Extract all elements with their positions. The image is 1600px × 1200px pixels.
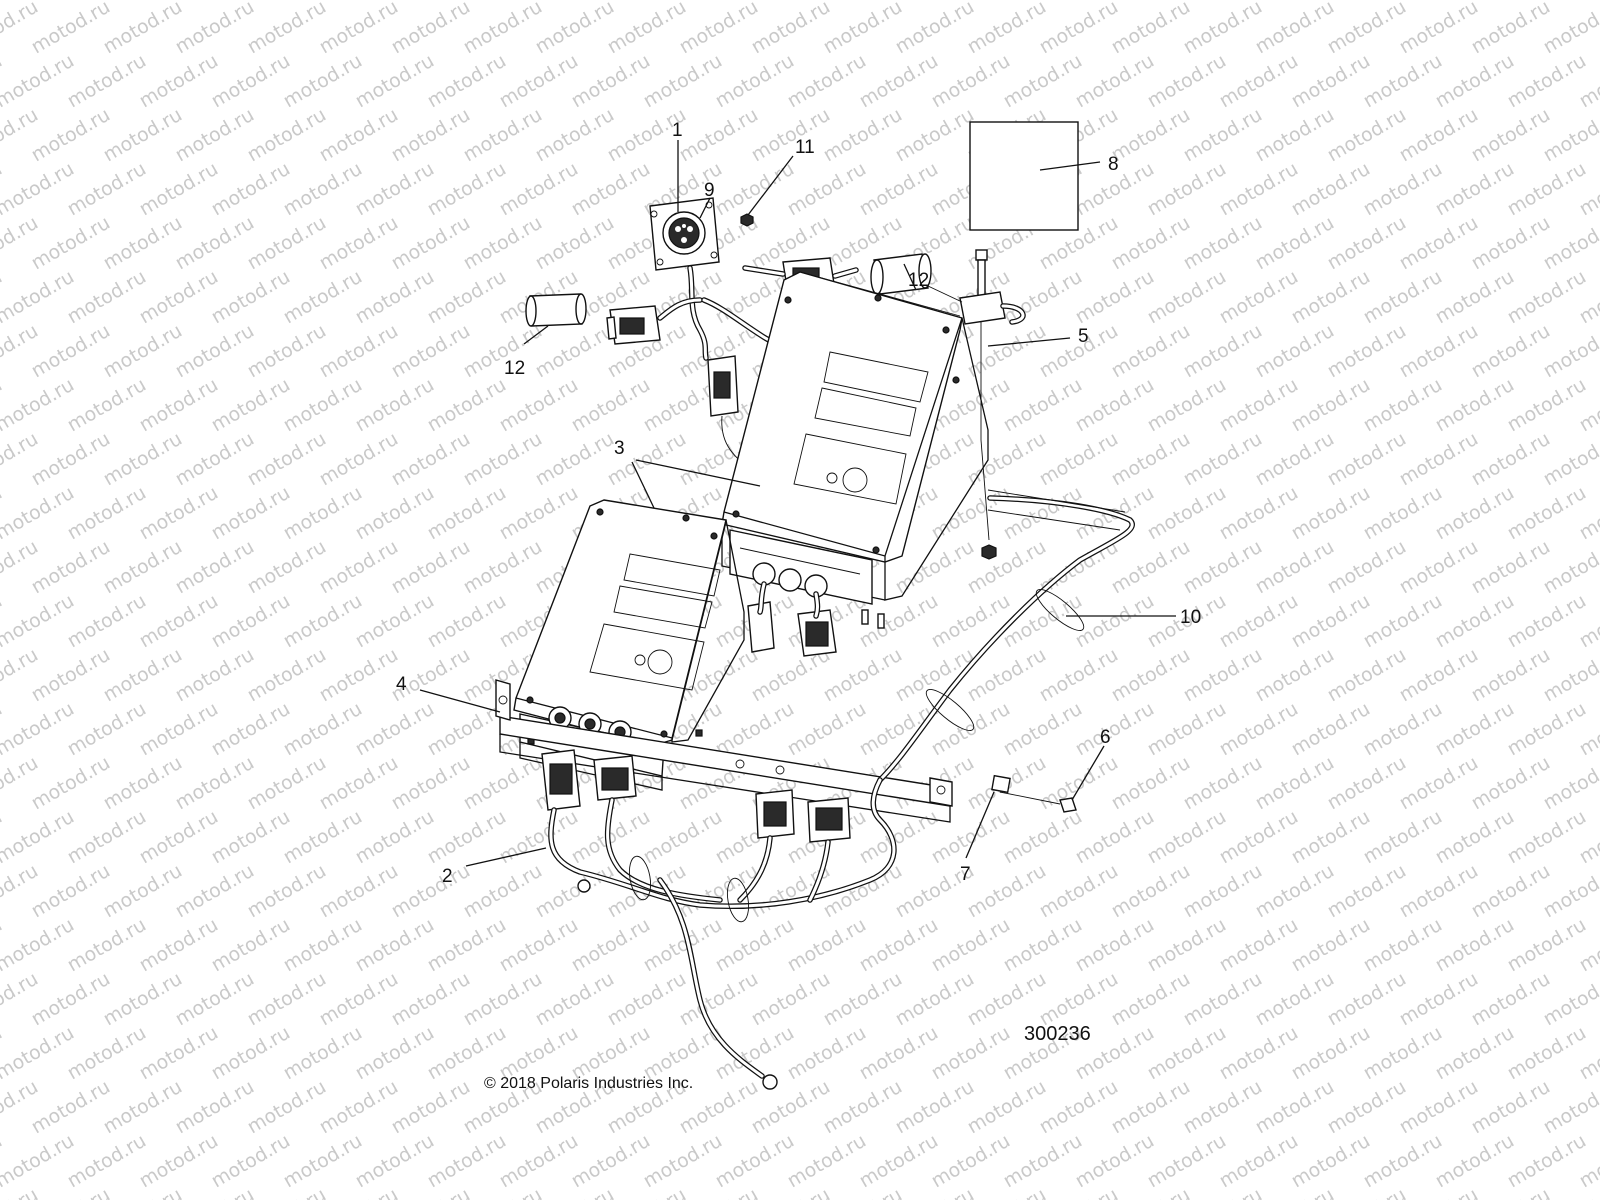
charge-port-part-1 bbox=[649, 197, 793, 361]
screw-part-5 bbox=[975, 249, 988, 440]
sleeve-part-12-left bbox=[525, 293, 587, 327]
callout-6: 6 bbox=[1100, 727, 1111, 748]
callout-12-left: 12 bbox=[504, 358, 525, 379]
leader-lines bbox=[419, 140, 1176, 867]
callout-5: 5 bbox=[1078, 326, 1089, 347]
nut-rear bbox=[980, 439, 997, 560]
callout-labels: 1 2 3 4 5 6 7 8 9 10 11 12 12 bbox=[396, 120, 1201, 887]
spacer-part-7 bbox=[991, 774, 1011, 794]
diagram-number: 300236 bbox=[1024, 1023, 1091, 1045]
callout-8: 8 bbox=[1108, 154, 1119, 175]
copyright-notice: © 2018 Polaris Industries Inc. bbox=[484, 1075, 693, 1092]
harness-part-10 bbox=[877, 489, 1135, 783]
bolt-part-6 bbox=[999, 791, 1077, 813]
connector-port-left bbox=[606, 305, 661, 345]
callout-11: 11 bbox=[795, 137, 815, 158]
harness-part-2 bbox=[541, 749, 897, 1090]
callout-3: 3 bbox=[614, 438, 625, 459]
callout-1: 1 bbox=[672, 120, 683, 141]
callout-9: 9 bbox=[704, 180, 715, 201]
callout-4: 4 bbox=[396, 674, 407, 695]
callout-7: 7 bbox=[960, 864, 971, 885]
decal-part-8 bbox=[969, 121, 1079, 231]
connector-right bbox=[927, 285, 1026, 325]
nut-part-11 bbox=[740, 213, 754, 227]
charger-box-upper bbox=[721, 271, 989, 657]
callout-2: 2 bbox=[442, 866, 453, 887]
callout-10: 10 bbox=[1180, 607, 1201, 628]
connector-vertical bbox=[707, 355, 753, 471]
bracket-part-4 bbox=[495, 679, 953, 823]
callout-12-right: 12 bbox=[908, 270, 929, 291]
sleeve-part-12-right bbox=[870, 253, 932, 295]
